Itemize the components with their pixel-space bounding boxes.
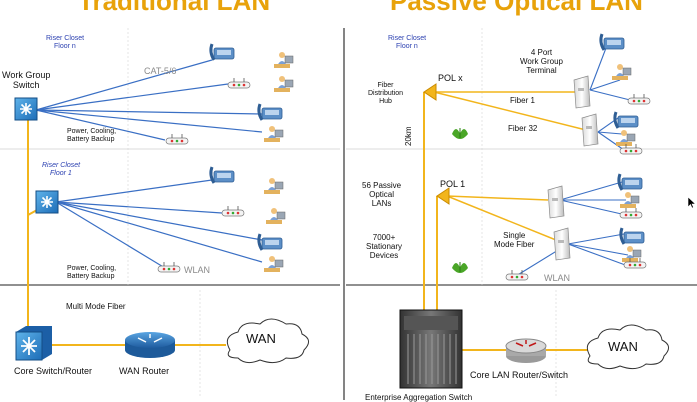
terminal-line3: Terminal: [526, 66, 557, 76]
splitter-pol-1: [436, 187, 450, 205]
work-group-switch-n-icon: [14, 97, 38, 121]
riser-closet-n-label: Riser Closet Floor n: [46, 35, 84, 51]
smf-line1: Single: [503, 231, 526, 240]
left-title: Traditional LAN: [78, 0, 271, 16]
terminal-line1: 4 Port: [530, 48, 553, 57]
passive-line3: LANs: [371, 199, 392, 209]
passive-line2: Optical: [369, 190, 395, 200]
core-switch-icon: [15, 326, 52, 361]
left-wan-cloud: [226, 318, 309, 364]
fdh-line2: Distribution: [368, 90, 404, 98]
right-wan-label: WAN: [608, 339, 638, 354]
power-b-line2: Battery Backup: [67, 273, 115, 281]
stationary-devices-label: 7000+ Stationary Devices: [366, 233, 402, 261]
devices-line3: Devices: [369, 251, 399, 261]
left-wlan-label: WLAN: [184, 265, 211, 275]
riser-closet-n-line1: Riser Closet: [46, 35, 85, 42]
right-riser-line1: Riser Closet: [388, 35, 427, 42]
pol-1-label: POL 1: [440, 179, 466, 189]
core-lan-router-label: Core LAN Router/Switch: [470, 370, 569, 380]
single-mode-fiber-label: Single Mode Fiber: [494, 231, 534, 249]
passive-optical-lans-label: 56 Passive Optical LANs: [362, 181, 401, 209]
work-group-line2: Switch: [12, 80, 40, 91]
devices-line1: 7000+: [372, 233, 396, 242]
smf-line2: Mode Fiber: [494, 240, 535, 250]
right-title: Passive Optical LAN: [390, 0, 643, 16]
passive-line1: 56 Passive: [362, 181, 402, 190]
right-riser-closet-label: Riser Closet Floor n: [388, 35, 426, 51]
core-lan-router-icon: [505, 338, 547, 363]
terminal-line2: Work Group: [520, 57, 563, 67]
devices-line2: Stationary: [366, 242, 403, 252]
power-cooling-b-label: Power, Cooling, Battery Backup: [67, 265, 116, 281]
distance-20km-label: 20km: [404, 126, 413, 146]
right-riser-line2: Floor n: [396, 43, 418, 51]
right-wan-cloud: [586, 324, 669, 370]
right-wlan-label: WLAN: [544, 273, 571, 283]
left-wan-label: WAN: [246, 331, 276, 346]
power-cooling-a-label: Power, Cooling, Battery Backup: [67, 128, 116, 144]
wan-router-label: WAN Router: [119, 366, 170, 376]
power-a-line2: Battery Backup: [67, 136, 115, 144]
fdh-line1: Fiber: [377, 82, 394, 89]
work-group-terminal-label: 4 Port Work Group Terminal: [520, 48, 563, 76]
fiber-1-label: Fiber 1: [510, 96, 535, 105]
wan-router-icon: [125, 332, 175, 358]
enterprise-aggregation-switch-icon: [399, 309, 463, 389]
riser-closet-1-line1: Riser Closet: [42, 162, 81, 169]
enterprise-aggregation-switch-label: Enterprise Aggregation Switch: [365, 393, 473, 402]
work-group-line1: Work Group: [2, 70, 51, 80]
fdh-line3: Hub: [379, 98, 392, 106]
cat-label: CAT-5/6: [144, 66, 177, 76]
riser-closet-1-line2: Floor 1: [50, 170, 72, 178]
work-group-switch-label: Work Group Switch: [2, 70, 50, 91]
core-switch-label: Core Switch/Router: [14, 366, 93, 376]
splitter-pol-x: [423, 83, 437, 101]
riser-closet-n-line2: Floor n: [54, 43, 76, 51]
fiber-distribution-hub-label: Fiber Distribution Hub: [368, 82, 403, 106]
mouse-cursor-icon: [688, 197, 696, 209]
power-b-line1: Power, Cooling,: [67, 265, 117, 272]
pol-x-label: POL x: [438, 73, 463, 83]
multi-mode-fiber-label: Multi Mode Fiber: [66, 302, 126, 311]
power-a-line1: Power, Cooling,: [67, 128, 117, 135]
riser-closet-1-label: Riser Closet Floor 1: [42, 162, 80, 178]
work-group-switch-1-icon: [35, 190, 59, 214]
fiber-32-label: Fiber 32: [508, 124, 538, 133]
